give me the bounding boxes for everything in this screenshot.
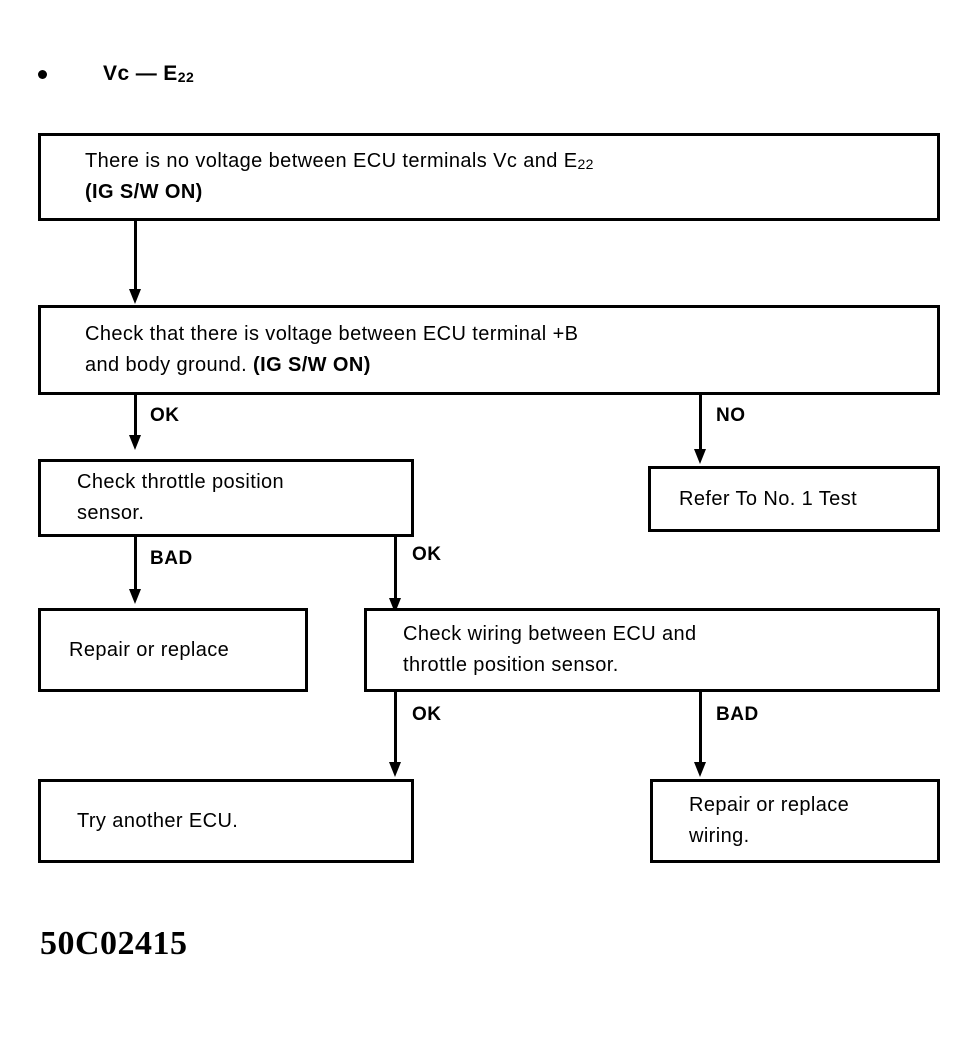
section-heading: Vc—E22 [38, 62, 194, 86]
node-repair-replace-line-1: Repair or replace [69, 638, 230, 661]
dash-separator: — [135, 62, 158, 85]
connector-check-no [699, 395, 702, 455]
terminal-b-subscript: 22 [177, 69, 195, 85]
bullet-point-icon [38, 69, 47, 79]
connector-symptom-to-check [134, 221, 137, 296]
node-symptom-subscript: 22 [577, 156, 594, 172]
connector-check-ok [134, 395, 137, 442]
node-check-tps-line-2: sensor. [77, 502, 145, 524]
node-check-b-voltage: Check that there is voltage between ECU … [38, 305, 940, 395]
node-symptom-line-2: (IG S/W ON) [85, 181, 203, 203]
connector-wiring-ok [394, 692, 397, 770]
node-check-tps-line-1: Check throttle position [77, 471, 285, 493]
node-repair-wiring-line-1: Repair or replace [689, 794, 850, 816]
node-symptom: There is no voltage between ECU terminal… [38, 133, 940, 221]
terminal-a-label: Vc [103, 62, 130, 85]
edge-label-wiring-ok: OK [412, 704, 442, 725]
node-refer-test-line-1: Refer To No. 1 Test [679, 487, 858, 510]
node-check-b-voltage-line-1: Check that there is voltage between ECU … [85, 323, 579, 345]
node-check-wiring: Check wiring between ECU and throttle po… [364, 608, 940, 692]
node-check-wiring-line-1: Check wiring between ECU and [403, 623, 697, 645]
arrowhead-check-ok [129, 435, 141, 450]
figure-caption: 50C02415 [40, 925, 188, 962]
connector-wiring-bad [699, 692, 702, 770]
connector-tps-bad [134, 537, 137, 597]
node-repair-wiring-line-2: wiring. [689, 825, 750, 847]
edge-label-check-no: NO [716, 405, 746, 426]
node-try-another-ecu: Try another ECU. [38, 779, 414, 863]
node-try-another-ecu-line-1: Try another ECU. [77, 809, 239, 832]
arrowhead-check-no [694, 449, 706, 464]
node-repair-replace: Repair or replace [38, 608, 308, 692]
arrowhead-wiring-ok [389, 762, 401, 777]
edge-label-check-ok: OK [150, 405, 180, 426]
node-check-b-voltage-line-2: and body ground. (IG S/W ON) [85, 354, 371, 376]
edge-label-wiring-bad: BAD [716, 704, 759, 725]
edge-label-tps-ok: OK [412, 544, 442, 565]
node-repair-wiring: Repair or replace wiring. [650, 779, 940, 863]
node-check-b-voltage-line-2-bold: (IG S/W ON) [253, 354, 371, 376]
edge-label-tps-bad: BAD [150, 548, 193, 569]
heading-text: Vc—E22 [103, 62, 194, 86]
node-refer-test: Refer To No. 1 Test [648, 466, 940, 532]
node-check-wiring-line-2: throttle position sensor. [403, 654, 619, 676]
terminal-b-label: E [163, 62, 178, 85]
arrowhead-wiring-bad [694, 762, 706, 777]
arrowhead-symptom-to-check [129, 289, 141, 304]
arrowhead-tps-bad [129, 589, 141, 604]
node-check-tps: Check throttle position sensor. [38, 459, 414, 537]
connector-tps-ok [394, 537, 397, 609]
node-symptom-line-1: There is no voltage between ECU terminal… [85, 150, 594, 172]
